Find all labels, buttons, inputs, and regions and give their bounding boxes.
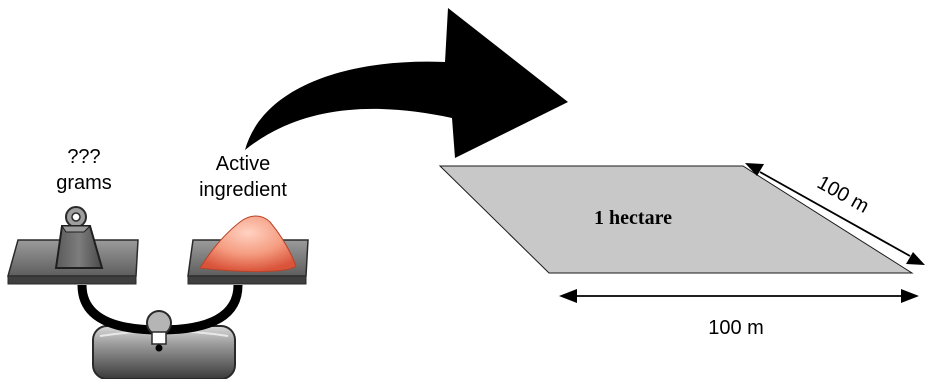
weight-icon [54, 206, 104, 269]
field-depth-label: 100 m [813, 172, 872, 218]
weight-label-line1: ??? [67, 146, 100, 168]
curved-arrow-icon [245, 8, 568, 158]
depth-dimension-arrow [745, 163, 925, 265]
field-width-label: 100 m [708, 317, 764, 339]
weight-label-line2: grams [56, 172, 112, 194]
field-area-label: 1 hectare [594, 207, 672, 229]
ingredient-label-line1: Active [216, 153, 270, 175]
hectare-field [438, 165, 914, 274]
width-dimension-arrow [559, 289, 919, 303]
balance-scale-icon [7, 206, 309, 379]
ingredient-label-line2: ingredient [199, 179, 287, 201]
powder-pile-icon [199, 215, 297, 273]
